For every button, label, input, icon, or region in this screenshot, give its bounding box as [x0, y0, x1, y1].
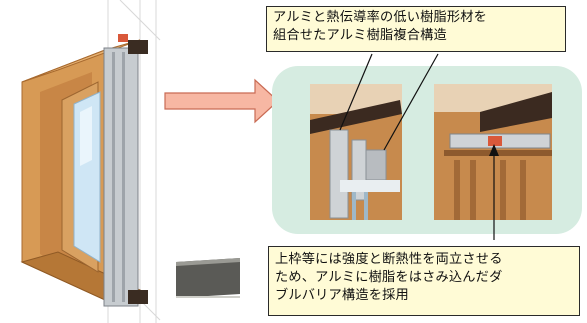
callout-bottom: 上枠等には強度と断熱性を両立させる ため、アルミに樹脂をはさみ込んだダ ブルバリ…: [268, 246, 580, 316]
leader-line-2: [383, 53, 439, 151]
leader-line-1: [339, 53, 373, 131]
arrowhead-up-icon: [489, 144, 499, 156]
callout-top-line2: 組合せたアルミ樹脂複合構造: [273, 28, 447, 43]
aluminum-edge: [103, 47, 139, 307]
right-arrow-icon: [164, 78, 279, 124]
callout-bottom-line3: ブルバリア構造を採用: [275, 288, 409, 303]
callout-bottom-line2: ため、アルミに樹脂をはさみ込んだダ: [275, 270, 503, 285]
glass-highlight: [80, 106, 92, 166]
callout-top-line1: アルミと熱伝導率の低い樹脂形材を: [273, 10, 488, 25]
callout-bottom-line1: 上枠等には強度と断熱性を両立させる: [275, 252, 503, 267]
callout-top: アルミと熱伝導率の低い樹脂形材を 組合せたアルミ樹脂複合構造: [266, 6, 566, 52]
profile-sample-strip: [176, 258, 240, 298]
detail-photo-left: [310, 84, 402, 220]
